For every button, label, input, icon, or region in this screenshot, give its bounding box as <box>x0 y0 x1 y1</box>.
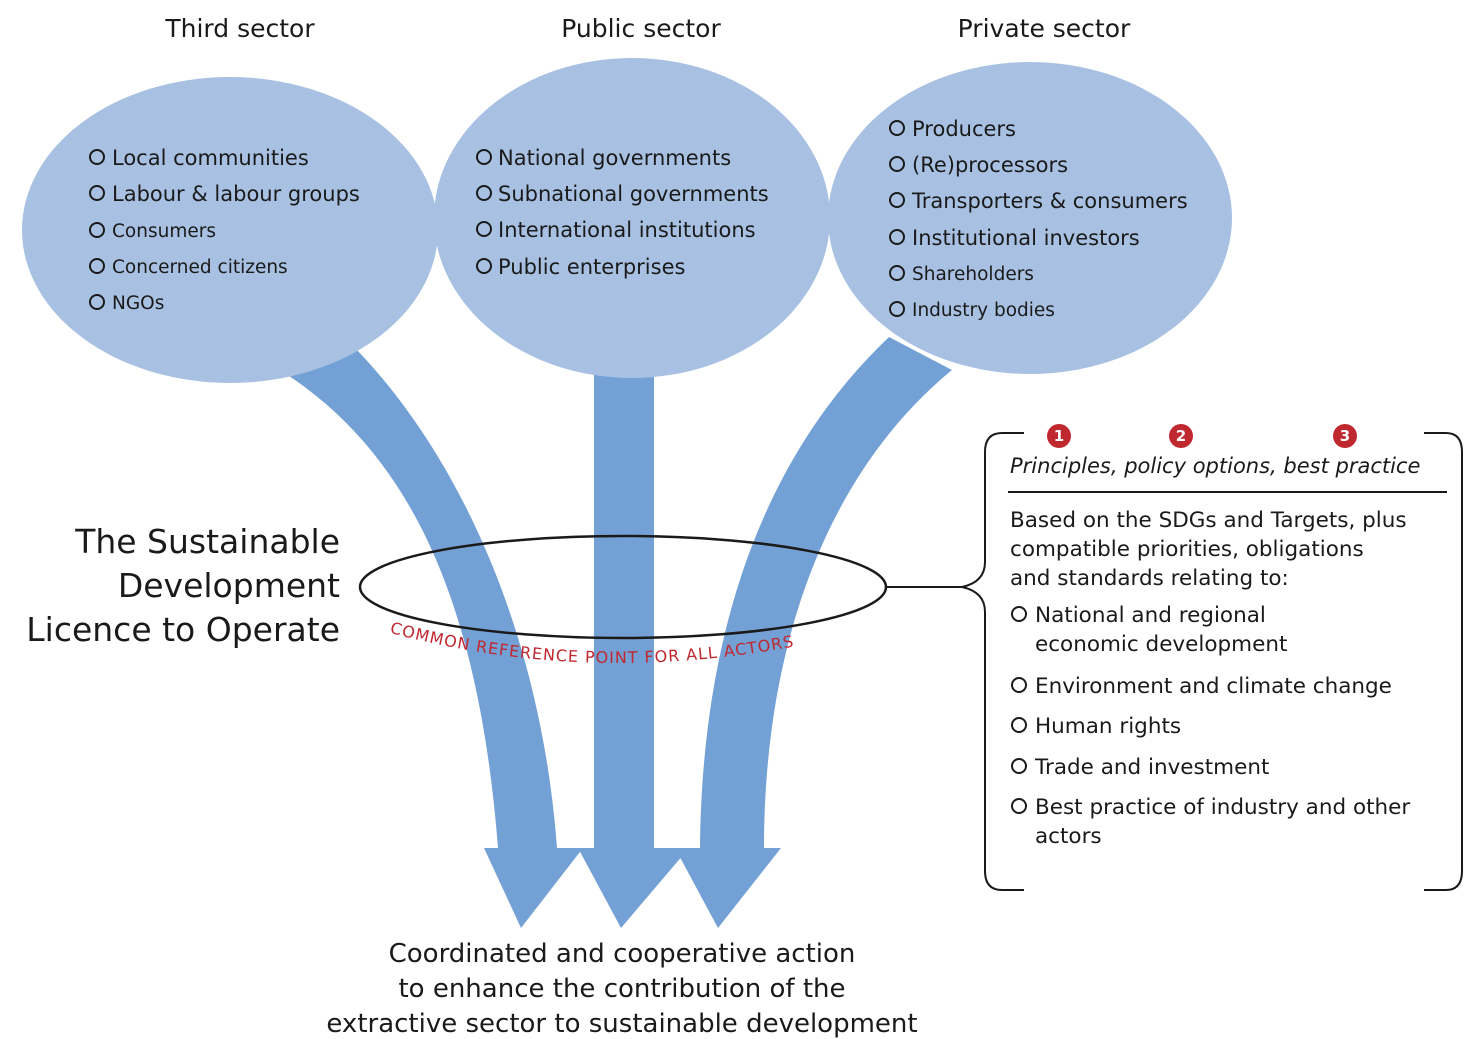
list-item: (Re)processors <box>912 153 1068 177</box>
panel-intro-line: and standards relating to: <box>1010 566 1289 591</box>
ring-front-arc <box>358 586 888 640</box>
public-sector-list: National governments Subnational governm… <box>476 146 769 279</box>
list-item: Human rights <box>1035 714 1181 739</box>
licence-title-line: Licence to Operate <box>26 610 340 649</box>
number-badge <box>1169 424 1193 448</box>
third-sector-list: Local communities Labour & labour groups… <box>89 146 360 314</box>
list-bullet-icon <box>1011 758 1027 774</box>
private-sector-list: Producers (Re)processors Transporters & … <box>889 117 1188 321</box>
licence-title-line: Development <box>118 566 340 605</box>
list-item: Consumers <box>112 221 216 242</box>
list-bullet-icon <box>889 301 905 317</box>
third-sector-arrow <box>283 338 583 928</box>
list-bullet-icon <box>89 149 105 165</box>
panel-list: National and regional economic developme… <box>1011 603 1410 849</box>
licence-title: The Sustainable Development Licence to O… <box>26 522 340 649</box>
private-sector-title: Private sector <box>958 14 1131 43</box>
list-item: National governments <box>498 146 731 170</box>
flow-arrows <box>283 337 952 928</box>
list-bullet-icon <box>89 294 105 310</box>
third-sector-title: Third sector <box>164 14 315 43</box>
outcome-line: to enhance the contribution of the <box>398 974 845 1004</box>
badge-number: 2 <box>1176 427 1186 445</box>
private-sector-arrow <box>675 337 952 928</box>
list-bullet-icon <box>889 229 905 245</box>
brace-right <box>1424 432 1463 891</box>
list-item: Subnational governments <box>498 182 769 206</box>
badge-number: 1 <box>1054 427 1064 445</box>
badge-number: 3 <box>1340 427 1350 445</box>
list-item-continued: economic development <box>1035 632 1287 657</box>
list-bullet-icon <box>476 149 492 165</box>
list-bullet-icon <box>889 120 905 136</box>
public-sector-arrow <box>578 370 689 928</box>
panel-badges: 1 2 3 <box>1047 424 1357 448</box>
list-item: Institutional investors <box>912 226 1140 250</box>
list-item: Transporters & consumers <box>911 189 1188 213</box>
list-item: National and regional <box>1035 603 1266 628</box>
panel-brace <box>961 432 1463 891</box>
list-bullet-icon <box>889 156 905 172</box>
list-item: Labour & labour groups <box>112 182 360 206</box>
list-item: Concerned citizens <box>112 257 288 278</box>
number-badge <box>1333 424 1357 448</box>
list-item: Public enterprises <box>498 255 685 279</box>
public-sector-ellipse <box>434 58 830 378</box>
list-bullet-icon <box>476 258 492 274</box>
list-item: Producers <box>912 117 1016 141</box>
number-badge <box>1047 424 1071 448</box>
outcome-line: extractive sector to sustainable develop… <box>326 1009 917 1039</box>
outcome-line: Coordinated and cooperative action <box>389 939 856 969</box>
list-bullet-icon <box>476 185 492 201</box>
panel-heading: Principles, policy options, best practic… <box>1010 454 1420 478</box>
list-item: Trade and investment <box>1034 755 1269 780</box>
ring-back-arc <box>358 534 888 588</box>
list-bullet-icon <box>89 222 105 238</box>
list-bullet-icon <box>89 185 105 201</box>
third-sector-ellipse <box>22 77 438 383</box>
brace-left <box>961 432 1024 891</box>
list-bullet-icon <box>89 258 105 274</box>
list-item: Local communities <box>112 146 309 170</box>
list-bullet-icon <box>1011 606 1027 622</box>
panel-intro: Based on the SDGs and Targets, plus comp… <box>1010 508 1407 591</box>
list-bullet-icon <box>1011 798 1027 814</box>
list-bullet-icon <box>889 192 905 208</box>
list-item: Industry bodies <box>912 300 1055 321</box>
list-bullet-icon <box>1011 677 1027 693</box>
private-sector-ellipse <box>828 62 1232 374</box>
public-sector-title: Public sector <box>561 14 721 43</box>
list-bullet-icon <box>1011 717 1027 733</box>
panel-intro-line: compatible priorities, obligations <box>1010 537 1364 562</box>
list-item: Shareholders <box>912 264 1034 285</box>
list-item: International institutions <box>498 218 756 242</box>
list-item: Environment and climate change <box>1035 674 1392 699</box>
list-item: Best practice of industry and other <box>1035 795 1410 820</box>
licence-title-line: The Sustainable <box>74 522 340 561</box>
list-bullet-icon <box>889 265 905 281</box>
panel-intro-line: Based on the SDGs and Targets, plus <box>1010 508 1407 533</box>
outcome-text: Coordinated and cooperative action to en… <box>326 939 917 1039</box>
list-bullet-icon <box>476 221 492 237</box>
list-item: NGOs <box>112 293 164 314</box>
list-item-continued: actors <box>1035 824 1102 849</box>
